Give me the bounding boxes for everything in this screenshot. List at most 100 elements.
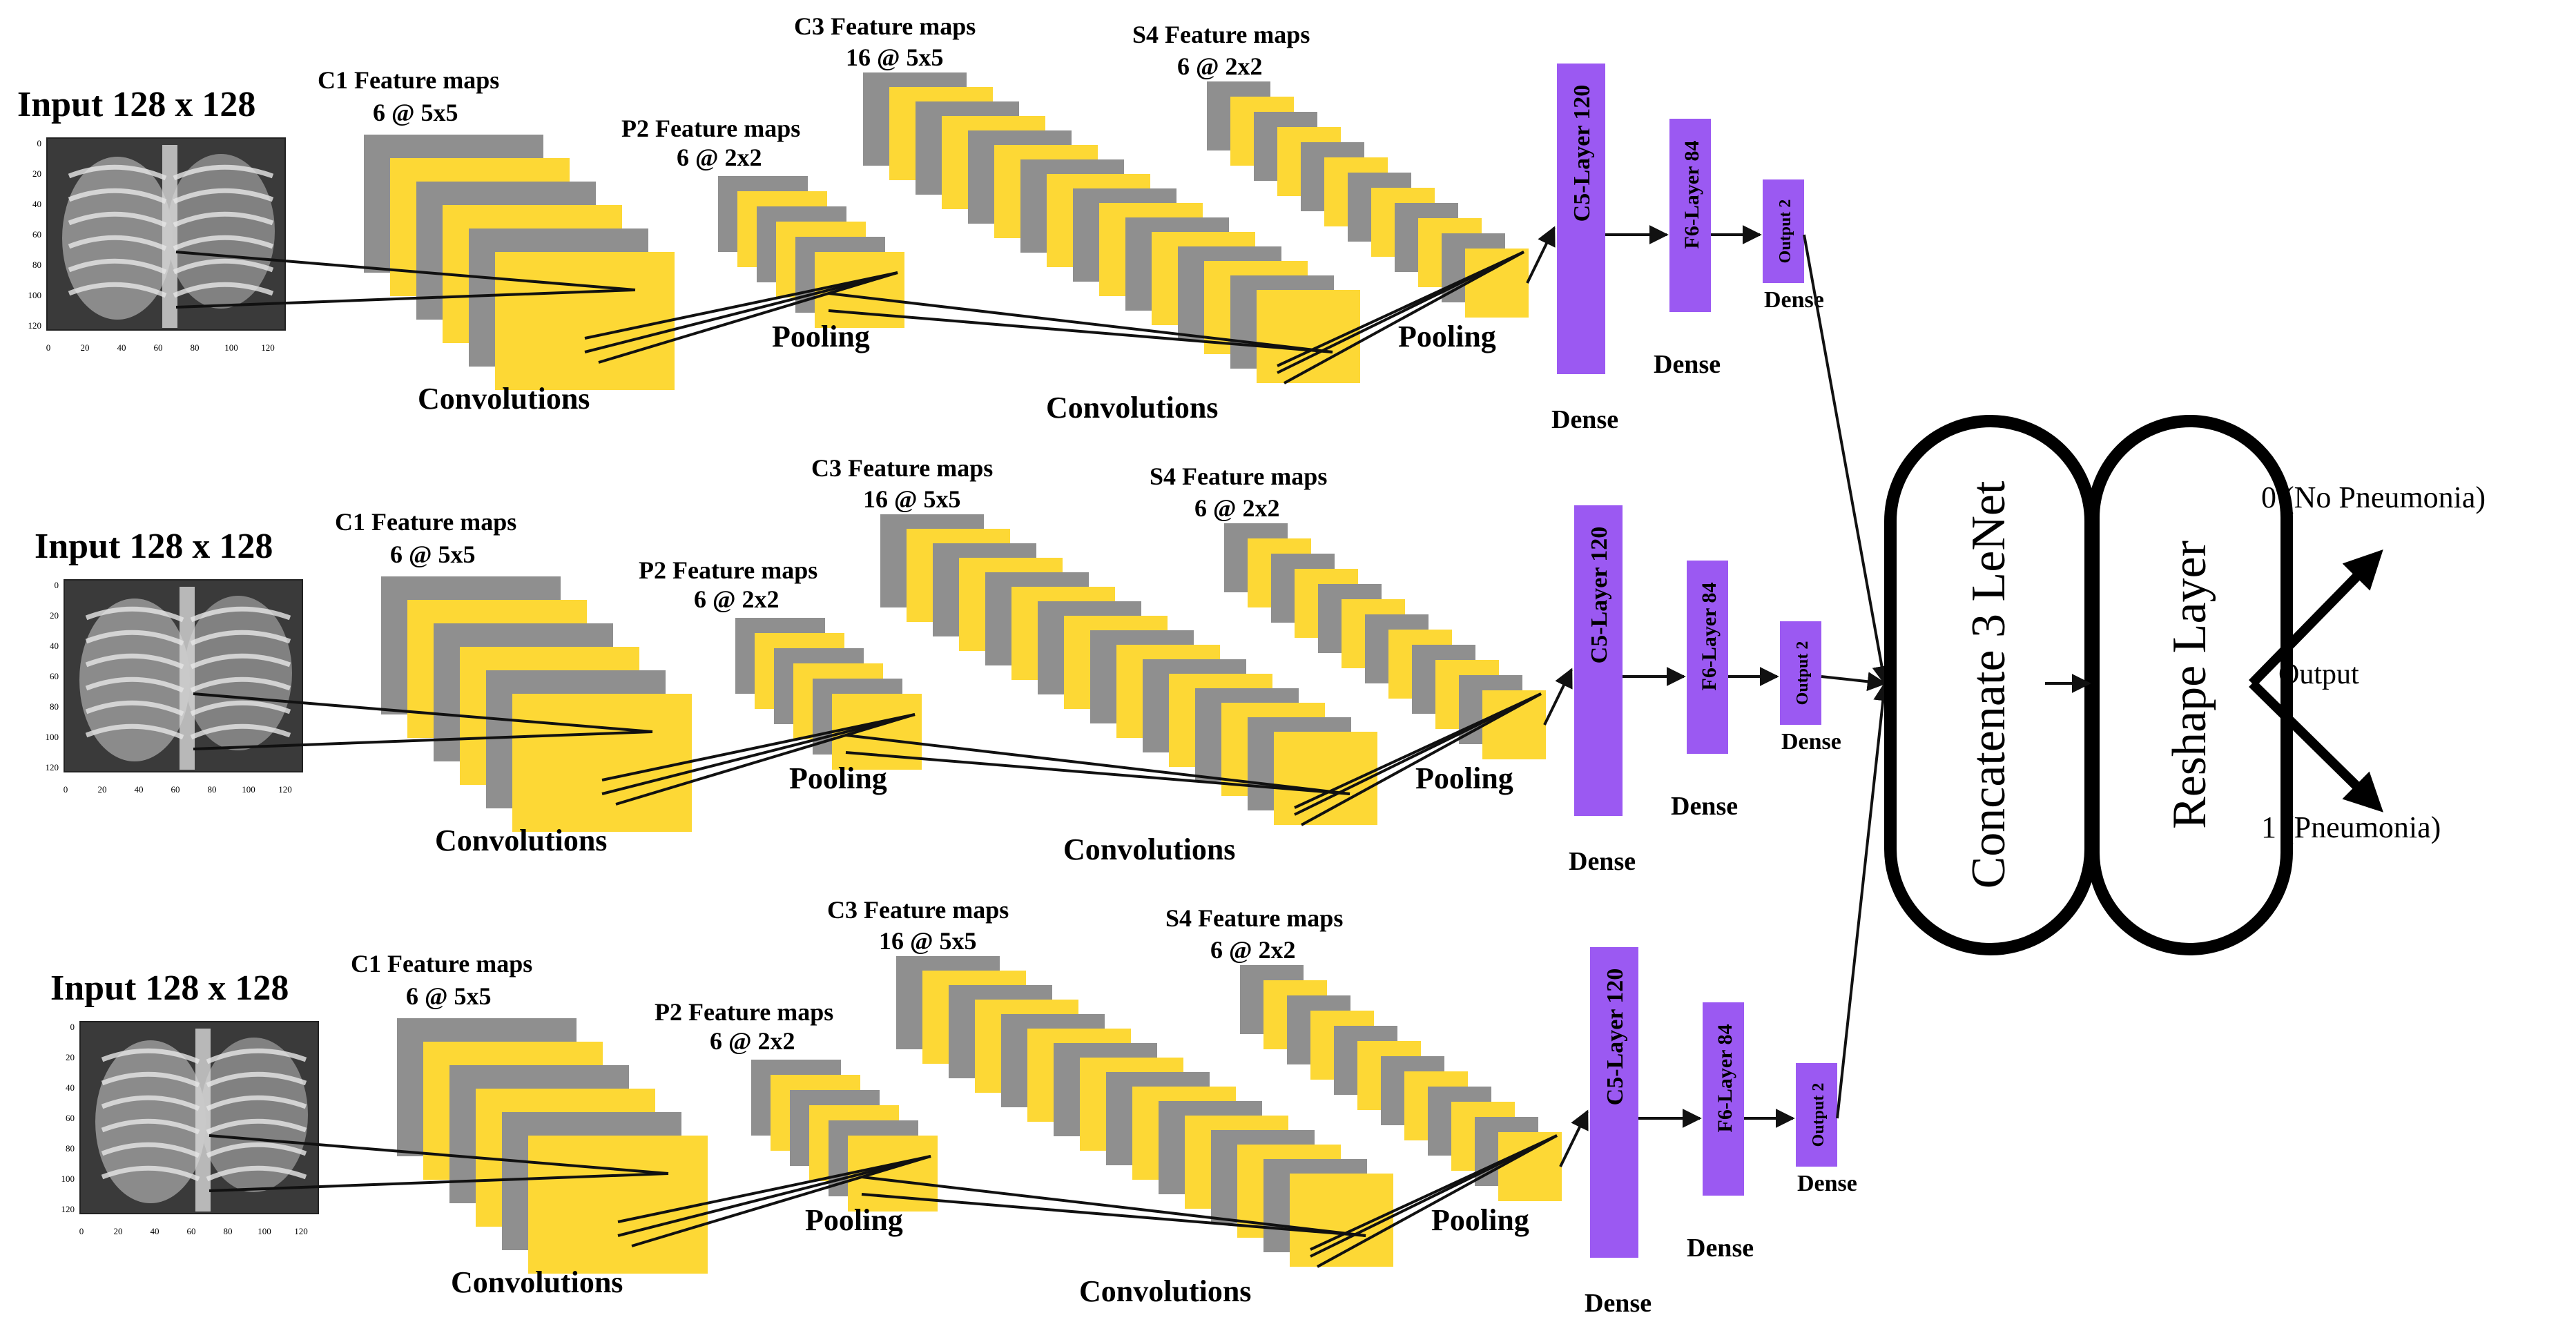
- class0-label: 0 (No Pneumonia): [2261, 480, 2486, 514]
- xray-ytick: 120: [46, 762, 59, 772]
- c1-stack: [364, 135, 675, 390]
- s4-stack-map: [1465, 249, 1529, 318]
- s4-to-c5-arrow: [1543, 668, 1573, 726]
- rib: [190, 653, 291, 670]
- proj-line: [1317, 1134, 1558, 1268]
- xray-ytick: 40: [32, 199, 41, 209]
- branch-to-concat-arrow: [1803, 234, 1892, 685]
- p2-stack: [751, 1060, 938, 1212]
- xray-ytick: 0: [37, 138, 42, 148]
- output-layer-label: Output 2: [1810, 1083, 1828, 1147]
- rib: [101, 1165, 200, 1182]
- proj-line: [617, 1155, 931, 1223]
- s4-subtitle: 6 @ 2x2: [1177, 52, 1263, 80]
- f6-dense-label: Dense: [1687, 1234, 1754, 1263]
- c5-dense-label: Dense: [1569, 847, 1636, 876]
- xray-ytick: 40: [66, 1082, 75, 1093]
- rib: [173, 164, 274, 181]
- p2-title: P2 Feature maps: [621, 115, 800, 142]
- rib: [101, 1048, 200, 1064]
- convolutions-label: Convolutions: [418, 382, 590, 416]
- f6-layer-label: F6-Layer 84: [1698, 583, 1721, 691]
- c1-title: C1 Feature maps: [335, 508, 516, 536]
- concatenate-label: Concatenate 3 LeNet: [1962, 480, 2015, 888]
- rib: [85, 723, 184, 740]
- c5-dense-label: Dense: [1551, 405, 1618, 434]
- c3-s4-title: S4 Feature maps: [1132, 21, 1310, 48]
- rib: [206, 1071, 307, 1088]
- proj-line: [861, 1193, 1366, 1237]
- rib: [68, 235, 167, 251]
- c1-stack: [381, 576, 692, 832]
- convolutions-label: Convolutions: [435, 824, 607, 857]
- xray-xtick: 120: [261, 342, 275, 353]
- rib: [190, 630, 291, 646]
- xray-xtick: 0: [64, 784, 68, 795]
- p2-stack: [718, 176, 904, 328]
- rib: [68, 282, 167, 298]
- reshape-box: [2087, 415, 2293, 955]
- p2-subtitle: 6 @ 2x2: [694, 585, 779, 613]
- xray-ytick: 0: [55, 580, 59, 590]
- rib: [190, 677, 291, 693]
- proj-line: [584, 271, 898, 353]
- proj-line: [845, 751, 1350, 795]
- xray-xtick: 80: [191, 342, 200, 353]
- pooling-label: Pooling: [1431, 1203, 1529, 1237]
- c3-s4-title: S4 Feature maps: [1165, 904, 1343, 932]
- rib: [101, 1071, 200, 1088]
- proj-line: [193, 730, 653, 750]
- proj-line: [601, 713, 916, 795]
- proj-line: [175, 251, 636, 291]
- xray-ytick: 80: [66, 1143, 75, 1154]
- c5-layer: [1574, 505, 1623, 816]
- xray-ytick: 20: [66, 1052, 75, 1062]
- f6-layer: [1687, 561, 1728, 754]
- proj-line: [209, 1172, 669, 1192]
- proj-line: [615, 713, 916, 806]
- rib: [68, 211, 167, 228]
- proj-line: [175, 289, 636, 309]
- c3-s4-title: S4 Feature maps: [1150, 463, 1327, 490]
- p2-subtitle: 6 @ 2x2: [677, 144, 762, 171]
- xray-xtick: 60: [187, 1226, 196, 1236]
- f6-layer-label: F6-Layer 84: [1681, 141, 1703, 249]
- proj-line: [1277, 251, 1524, 374]
- rib: [173, 188, 274, 204]
- c1-stack-map: [528, 1136, 708, 1274]
- proj-line: [828, 292, 1333, 353]
- proj-line: [1301, 692, 1542, 826]
- spine: [162, 145, 177, 328]
- rib: [85, 630, 184, 646]
- branch-to-concat-arrow: [1836, 681, 1893, 1119]
- output-layer-label: Output 2: [1794, 641, 1812, 706]
- p2-title: P2 Feature maps: [655, 998, 833, 1026]
- c5-layer-label: C5-Layer 120: [1569, 85, 1595, 222]
- output-layer-label: Output 2: [1776, 200, 1794, 264]
- xray-xtick: 20: [98, 784, 107, 795]
- output-dense-label: Dense: [1797, 1171, 1857, 1196]
- xray-xtick: 20: [81, 342, 90, 353]
- c5-layer-label: C5-Layer 120: [1587, 527, 1612, 664]
- xray-xtick: 100: [258, 1226, 271, 1236]
- convolutions-label: Convolutions: [451, 1265, 623, 1299]
- xray-xtick: 80: [208, 784, 217, 795]
- output-arrow-class0: [2248, 549, 2383, 687]
- proj-line: [601, 713, 916, 781]
- c1-title: C1 Feature maps: [351, 950, 532, 977]
- c1-subtitle: 6 @ 5x5: [373, 99, 458, 126]
- s4-subtitle: 6 @ 2x2: [1210, 936, 1296, 964]
- rib: [85, 677, 184, 693]
- xray-ytick: 40: [50, 641, 59, 651]
- rib: [206, 1142, 307, 1158]
- proj-line: [617, 1155, 931, 1237]
- xray-xtick: 0: [79, 1226, 84, 1236]
- output-dense-label: Dense: [1781, 729, 1841, 755]
- xray-ytick: 120: [61, 1204, 75, 1214]
- output-layer: [1796, 1063, 1837, 1167]
- proj-line: [584, 271, 898, 340]
- s4-stack: [1224, 523, 1546, 759]
- f6-dense-label: Dense: [1654, 350, 1721, 379]
